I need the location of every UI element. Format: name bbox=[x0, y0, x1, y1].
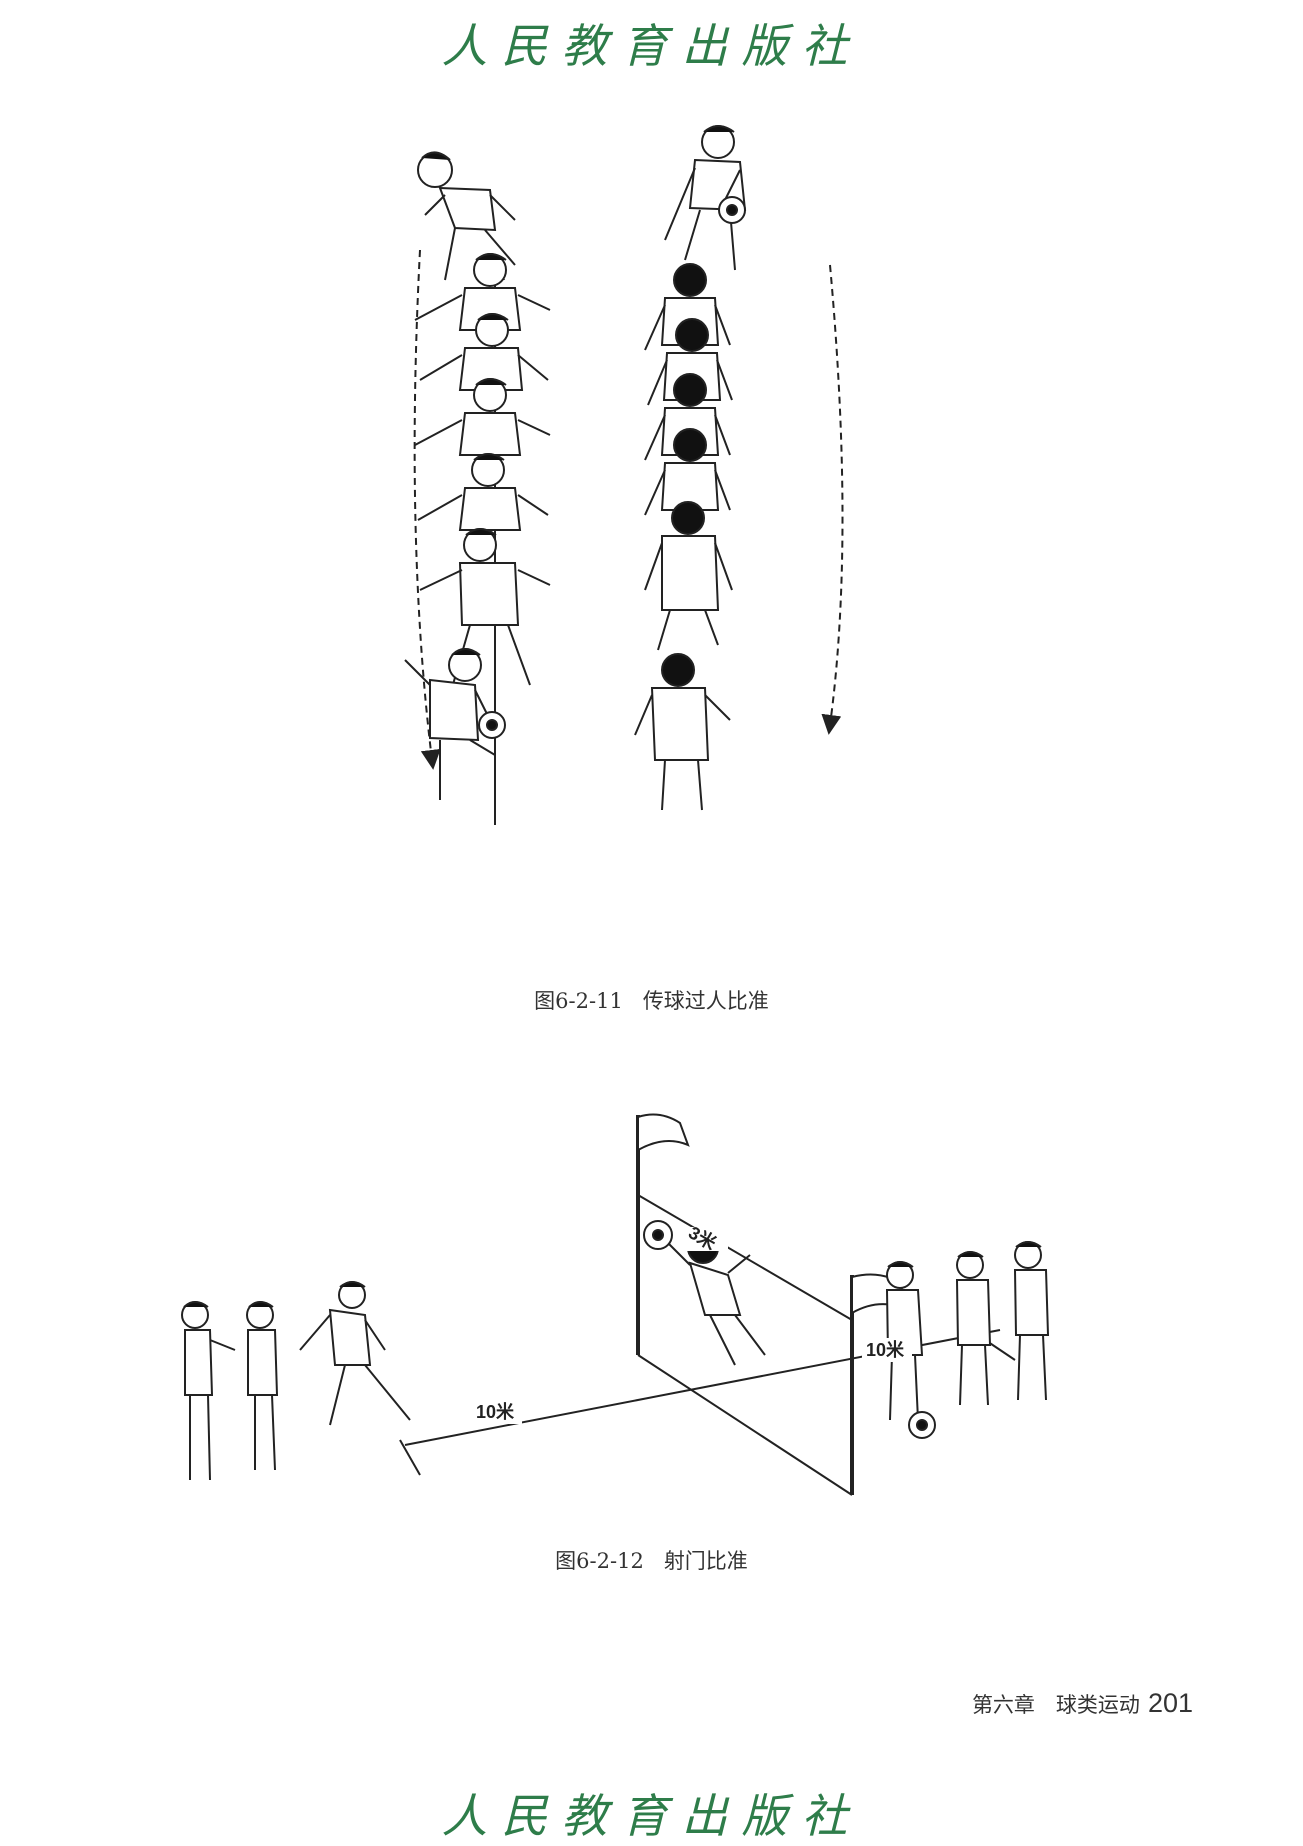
soccer-ball-icon bbox=[643, 1220, 673, 1250]
publisher-watermark-top: 人民教育出版社 bbox=[441, 19, 862, 73]
soccer-ball-icon bbox=[718, 196, 746, 224]
kid-waiting-right bbox=[955, 1251, 992, 1406]
figure-caption: 图6-2-12 射门比准 bbox=[0, 1545, 1303, 1575]
chapter-title: 第六章 球类运动 bbox=[971, 1693, 1140, 1717]
distance-front-label: 10米 bbox=[476, 1401, 515, 1422]
kid-waiting-left bbox=[246, 1301, 279, 1471]
figure-number: 图6-2-11 bbox=[534, 989, 623, 1013]
goalkeeper bbox=[664, 1232, 766, 1366]
figure-title: 射门比准 bbox=[663, 1549, 748, 1573]
kid-left-stack bbox=[414, 253, 551, 696]
distance-back-label: 10米 bbox=[866, 1339, 905, 1360]
kid-waiting-right bbox=[1013, 1241, 1050, 1401]
figure-pass-dribble-illustration bbox=[404, 125, 844, 825]
soccer-ball-icon bbox=[908, 1411, 936, 1439]
page-number: 201 bbox=[1147, 1688, 1193, 1718]
figure-shooting-illustration: 3米 10米 10米 bbox=[181, 1113, 1050, 1496]
publisher-watermark-bottom: 人民教育出版社 bbox=[441, 1789, 862, 1843]
page-footer: 第六章 球类运动 201 bbox=[972, 1688, 1193, 1719]
kid-kicker bbox=[299, 1281, 411, 1426]
figure-caption: 图6-2-11 传球过人比准 bbox=[0, 985, 1303, 1015]
kid-right-stack bbox=[634, 263, 733, 811]
figure-number: 图6-2-12 bbox=[555, 1549, 644, 1573]
soccer-ball-icon bbox=[478, 711, 506, 739]
kid-waiting-left bbox=[181, 1301, 236, 1481]
figure-title: 传球过人比准 bbox=[642, 989, 769, 1013]
kid-left-top bbox=[417, 151, 516, 281]
